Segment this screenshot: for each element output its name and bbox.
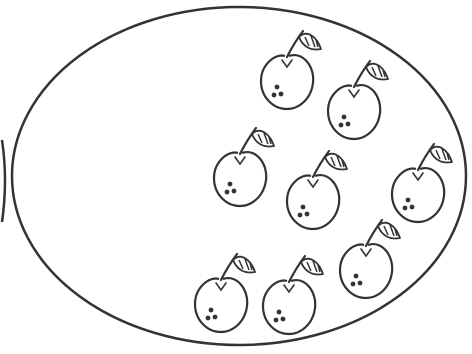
neighbor-set-oval-edge xyxy=(2,140,5,222)
